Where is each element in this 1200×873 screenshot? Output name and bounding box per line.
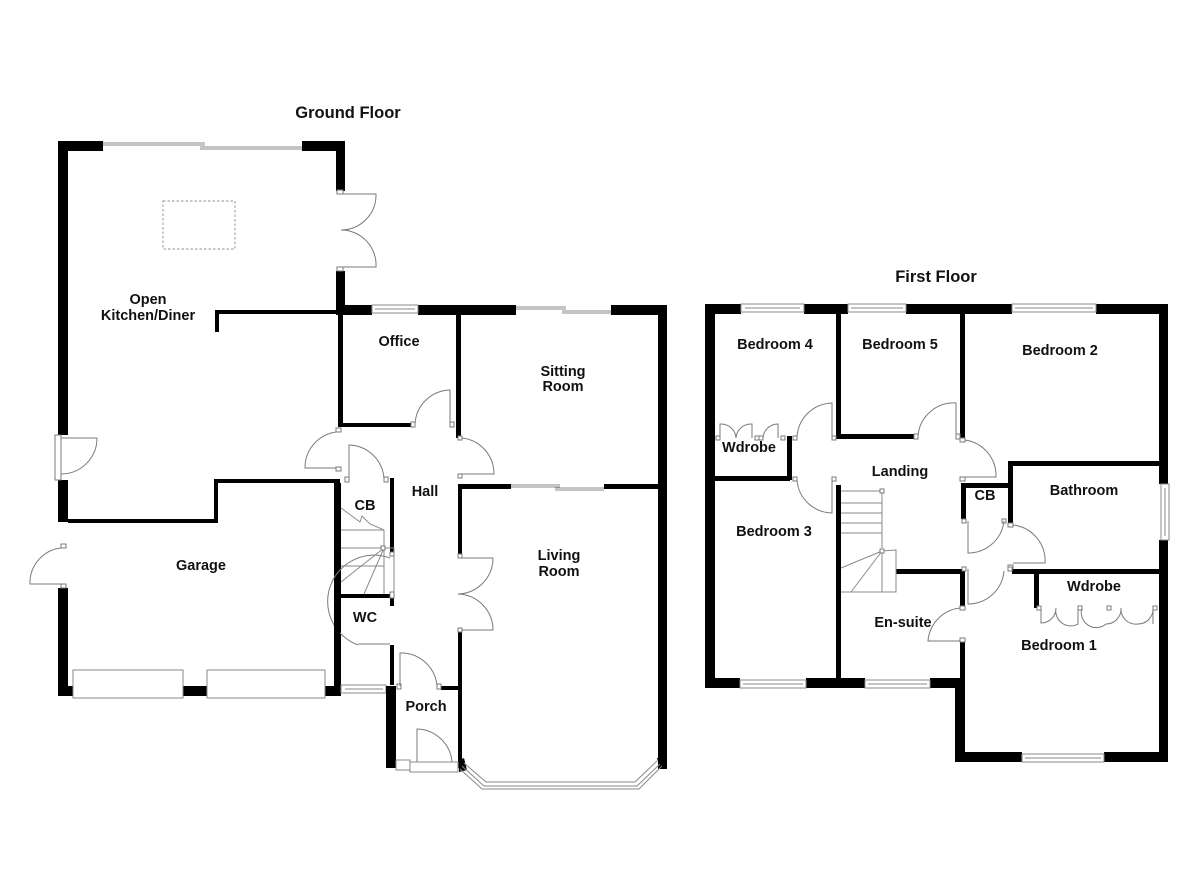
porch-front-door [395, 728, 459, 773]
first-floor-interior-walls [710, 310, 1163, 683]
office-door [410, 389, 455, 428]
first-floor-plan: First Floor [705, 268, 1170, 763]
porch-walls [386, 686, 459, 768]
living-room-french-doors [457, 553, 494, 633]
porch-inner-door [396, 652, 442, 690]
garage-doors [72, 669, 326, 699]
room-label-wc: WC [353, 610, 378, 626]
ground-floor-plan: Ground Floor [29, 104, 667, 790]
room-label-bedroom2: Bedroom 2 [1022, 343, 1098, 359]
wc-window [340, 684, 387, 694]
office-window [371, 304, 419, 314]
bedroom2-door [959, 437, 997, 482]
room-label-sitting-line1: Sitting [540, 364, 585, 380]
garage-side-door [29, 543, 67, 589]
room-label-living-line2: Room [538, 564, 579, 580]
ensuite-door [927, 605, 966, 643]
room-label-bedroom4: Bedroom 4 [737, 337, 813, 353]
kitchen-walls [58, 141, 345, 523]
ground-floor-labels: Open Kitchen/Diner Office Sitting Room H… [101, 292, 586, 715]
room-label-kitchen-line2: Kitchen/Diner [101, 308, 196, 324]
living-room-bay-window [459, 758, 667, 790]
bedroom4-wardrobe-doors [715, 423, 786, 441]
first-floor-outer-walls [705, 304, 1168, 762]
first-floor-title: First Floor [895, 268, 977, 286]
room-label-wardrobe-bedroom4: Wdrobe [722, 440, 776, 456]
first-floor-labels: Bedroom 4 Bedroom 5 Bedroom 2 Wdrobe Lan… [722, 337, 1121, 654]
bedroom1-wardrobe-doors [1036, 605, 1158, 629]
room-label-kitchen-line1: Open [129, 292, 166, 308]
bathroom-door [1007, 522, 1046, 570]
room-label-living-line1: Living [538, 548, 581, 564]
room-label-office: Office [378, 334, 419, 350]
sitting-room-walls [459, 305, 667, 769]
first-floor-windows [739, 303, 1170, 763]
room-label-garage: Garage [176, 558, 226, 574]
room-label-cb: CB [355, 498, 376, 514]
sitting-room-door [457, 435, 495, 479]
bedroom3-door [792, 476, 837, 514]
room-label-bathroom: Bathroom [1050, 483, 1118, 499]
hall-stairs [340, 507, 395, 595]
wc-walls [334, 596, 394, 696]
garage-walls [58, 483, 341, 696]
room-label-wardrobe-bedroom1: Wdrobe [1067, 579, 1121, 595]
kitchen-sliding-doors [103, 142, 302, 150]
sitting-room-sliding-doors [511, 306, 611, 491]
bedroom1-door [961, 566, 1013, 605]
kitchen-hall-door [304, 427, 342, 472]
room-label-landing: Landing [872, 464, 928, 480]
kitchen-side-door [54, 434, 98, 481]
cb-door [344, 444, 389, 483]
room-label-sitting-line2: Room [542, 379, 583, 395]
hall-walls [334, 478, 462, 768]
room-label-hall: Hall [412, 484, 439, 500]
wc-door [327, 551, 395, 646]
kitchen-french-doors [336, 189, 377, 272]
room-label-bedroom5: Bedroom 5 [862, 337, 938, 353]
landing-cb-door [961, 518, 1007, 554]
bedroom5-door [913, 402, 961, 440]
first-floor-stairs [840, 488, 897, 593]
skylight-outline [162, 200, 236, 250]
room-label-bedroom1: Bedroom 1 [1021, 638, 1097, 654]
room-label-cb-first-floor: CB [975, 488, 996, 504]
room-label-bedroom3: Bedroom 3 [736, 524, 812, 540]
bedroom4-door [792, 402, 837, 441]
room-label-porch: Porch [405, 699, 446, 715]
ground-floor-title: Ground Floor [295, 104, 401, 122]
office-walls [336, 305, 516, 438]
room-label-ensuite: En-suite [874, 615, 931, 631]
